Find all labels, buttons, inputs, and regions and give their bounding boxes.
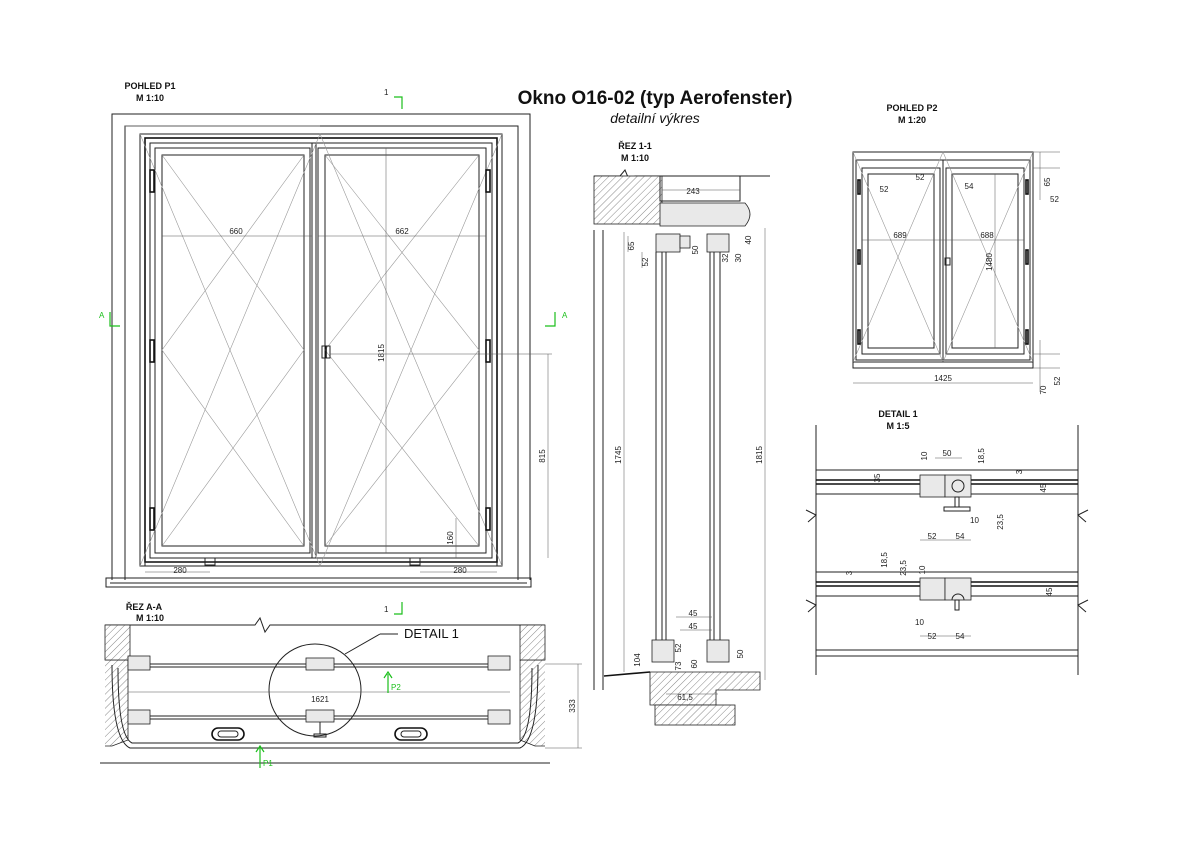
dim-detail-185b: 18,5: [880, 552, 889, 568]
dim-rez11-h1745: 1745: [614, 446, 623, 464]
dim-rez11-40: 40: [744, 235, 753, 244]
dim-rez11-30: 30: [734, 253, 743, 262]
dim-p1-right-width: 662: [395, 227, 409, 236]
view-p1-name: POHLED P1: [124, 81, 175, 91]
dim-rez11-32: 32: [721, 253, 730, 262]
view-rez11-scale: M 1:10: [621, 153, 649, 163]
dim-detail-54a: 54: [956, 532, 965, 541]
marker-cut1-top: 1: [384, 88, 389, 97]
dim-detail-45a: 45: [1039, 483, 1048, 492]
marker-cut1-bottom: 1: [384, 605, 389, 614]
dim-p2-height: 1480: [985, 253, 994, 271]
view-rez11-name: ŘEZ 1-1: [618, 140, 652, 151]
dim-p2-top-mid: 52: [916, 173, 925, 182]
dim-p2-width-right: 688: [980, 231, 994, 240]
dim-p2-top-right: 54: [965, 182, 974, 191]
dim-rezaa-depth: 333: [568, 699, 577, 713]
dim-detail-235b: 23,5: [899, 560, 908, 576]
dim-rez11-50b: 50: [736, 649, 745, 658]
dim-detail-10c: 10: [918, 565, 927, 574]
dim-p1-bottom-right: 280: [453, 566, 467, 575]
dim-p2-total: 1425: [934, 374, 952, 383]
view-p2-scale: M 1:20: [898, 115, 926, 125]
view-detail-1: DETAIL 1 M 1:5 10 50 18,5 35 3: [805, 409, 1089, 675]
view-p2: POHLED P2 M 1:20 52 52 54 689 688 1480 1…: [852, 103, 1062, 394]
dim-rez11-45b: 45: [689, 622, 698, 631]
marker-cutA-left: A: [99, 311, 105, 320]
marker-cutA-right: A: [562, 311, 568, 320]
dim-detail-52a: 52: [928, 532, 937, 541]
dim-rezaa-width: 1621: [311, 695, 329, 704]
view-detail1-scale: M 1:5: [886, 421, 909, 431]
dim-detail-45b: 45: [1045, 587, 1054, 596]
view-p1: POHLED P1 M 1:10: [99, 81, 568, 615]
view-p1-scale: M 1:10: [136, 93, 164, 103]
dim-detail-3a: 3: [1015, 469, 1024, 474]
dim-detail-52b: 52: [928, 632, 937, 641]
view-p2-name: POHLED P2: [886, 103, 937, 113]
view-detail1-name: DETAIL 1: [878, 409, 917, 419]
dim-detail-235a: 23,5: [996, 514, 1005, 530]
dim-p2-top-left: 52: [880, 185, 889, 194]
dim-detail-10b: 10: [970, 516, 979, 525]
dim-rez11-65: 65: [627, 241, 636, 250]
view-rez-aa: ŘEZ A-A M 1:10: [100, 601, 582, 768]
dim-rez11-60: 60: [690, 659, 699, 668]
dim-rez11-h1815: 1815: [755, 446, 764, 464]
dim-rez11-615: 61,5: [677, 693, 693, 702]
drawing-title: Okno O16-02 (typ Aerofenster): [518, 88, 793, 109]
marker-p2: P2: [391, 683, 401, 692]
dim-p1-left-width: 660: [229, 227, 243, 236]
dim-p2-b52: 52: [1053, 376, 1062, 385]
view-rez-11: ŘEZ 1-1 M 1:10 243 65 52 50 32: [593, 140, 770, 726]
dim-detail-185a: 18,5: [977, 448, 986, 464]
dim-detail-3b: 3: [845, 570, 854, 575]
view-rezaa-scale: M 1:10: [136, 613, 164, 623]
dim-p1-height: 1815: [377, 344, 386, 362]
drawing-subtitle: detailní výkres: [610, 110, 699, 126]
dim-detail-10a: 10: [920, 451, 929, 460]
dim-rez11-73: 73: [674, 661, 683, 670]
dim-p1-bottom-left: 280: [173, 566, 187, 575]
dim-detail-54b: 54: [956, 632, 965, 641]
dim-rez11-45a: 45: [689, 609, 698, 618]
detail-callout: DETAIL 1: [404, 626, 459, 641]
dim-rez11-104: 104: [633, 653, 642, 667]
dim-rez11-50: 50: [691, 245, 700, 254]
dim-detail-50: 50: [943, 449, 952, 458]
dim-detail-35a: 35: [873, 473, 882, 482]
dim-rez11-top: 243: [686, 187, 700, 196]
dim-detail-10d: 10: [915, 618, 924, 627]
marker-p1: P1: [263, 759, 273, 768]
dim-rez11-52b: 52: [674, 643, 683, 652]
dim-p2-b70: 70: [1039, 385, 1048, 394]
dim-p2-width-left: 689: [893, 231, 907, 240]
dim-p2-r65: 65: [1043, 177, 1052, 186]
dim-p1-low-height: 160: [446, 531, 455, 545]
dim-p1-handle-height: 815: [538, 449, 547, 463]
view-rezaa-name: ŘEZ A-A: [126, 601, 163, 612]
dim-rez11-52: 52: [641, 257, 650, 266]
dim-p2-r52: 52: [1050, 195, 1059, 204]
